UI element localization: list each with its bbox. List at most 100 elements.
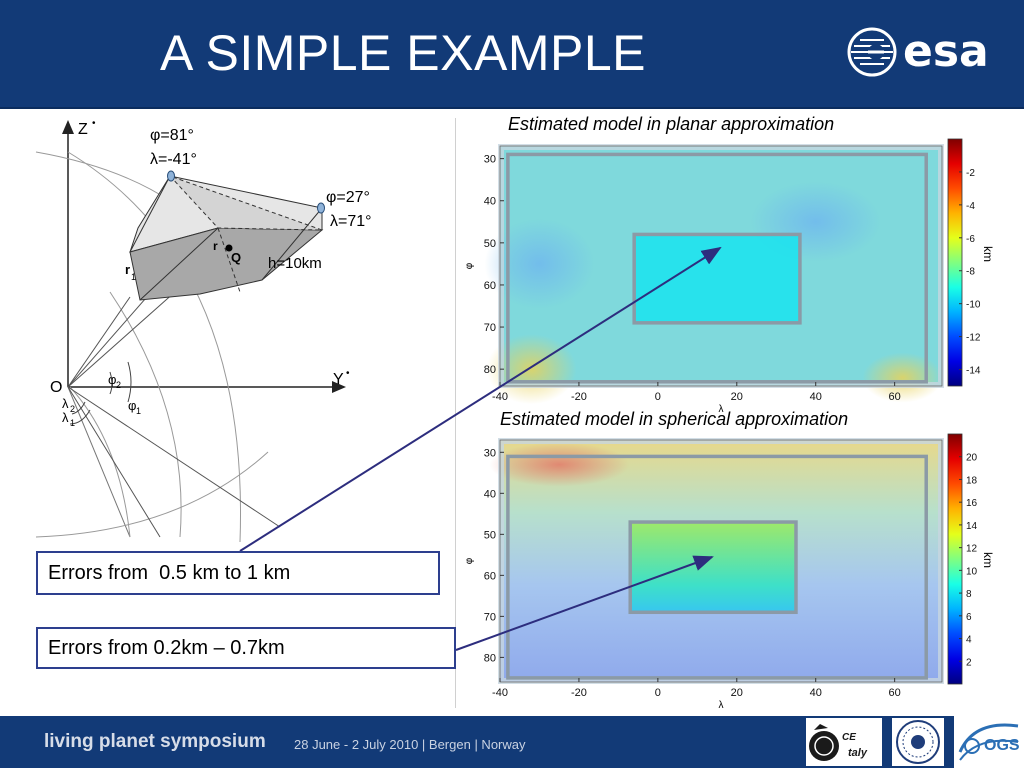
spherical-prism-diagram: Z • Y • O Q r r 1 φ 2 φ 1 λ 2 λ 1 φ=81° … (35, 118, 372, 542)
y-tick-label: 40 (484, 196, 496, 208)
colorbar-tick-label: 12 (966, 544, 978, 555)
y-tick-label: 30 (484, 154, 496, 166)
outer-prism-outline (506, 152, 928, 384)
y-tick-label: 70 (484, 322, 496, 334)
spherical-error-box: Errors from 0.2km – 0.7km (36, 627, 456, 669)
plot-frame (498, 144, 944, 388)
y-tick-label: 80 (484, 364, 496, 376)
x-tick-label: -40 (492, 391, 508, 403)
colorbar-tick-label: 4 (966, 635, 972, 646)
outer-prism-outline (506, 454, 928, 680)
corner2-lambda-label: λ=71° (330, 213, 372, 230)
y-tick-label: 50 (484, 238, 496, 250)
x-tick-label: 20 (731, 391, 743, 403)
colorbar-label: km (981, 552, 995, 568)
svg-text:•: • (92, 118, 96, 129)
y-axis-label: φ (464, 557, 475, 564)
corner2-phi-label: φ=27° (326, 189, 370, 206)
x-tick-label: 60 (889, 687, 901, 699)
svg-text:1: 1 (70, 418, 75, 428)
phi2-label: φ (108, 372, 116, 387)
colorbar-tick-label: -6 (966, 234, 975, 245)
svg-text:2: 2 (116, 380, 121, 390)
y-tick-label: 30 (484, 447, 496, 459)
plot-frame (498, 438, 944, 684)
y-tick-label: 80 (484, 652, 496, 664)
origin-label: O (50, 379, 62, 396)
colorbar-tick-label: 14 (966, 521, 978, 532)
z-axis-label: Z (78, 121, 88, 138)
y-tick-label: 70 (484, 611, 496, 623)
corner1-phi-label: φ=81° (150, 127, 194, 144)
colorbar-tick-label: -10 (966, 300, 981, 311)
x-tick-label: 40 (810, 687, 822, 699)
y-tick-label: 40 (484, 488, 496, 500)
colorbar-tick-label: -4 (966, 201, 975, 212)
corner1-lambda-label: λ=-41° (150, 151, 197, 168)
colorbar-tick-label: 2 (966, 657, 972, 668)
colorbar-tick-label: 8 (966, 589, 972, 600)
y-axis-arrow-icon (332, 381, 346, 393)
event-info: 28 June - 2 July 2010 | Bergen | Norway (294, 737, 526, 752)
slide-header (0, 0, 1024, 109)
colorbar-tick-label: -8 (966, 267, 975, 278)
point-q-label: Q (231, 250, 241, 265)
colorbar-tick-label: 20 (966, 453, 978, 464)
colorbar-tick-label: 10 (966, 566, 978, 577)
planar-error-arrow (239, 246, 722, 552)
x-tick-label: -40 (492, 687, 508, 699)
warm-anomaly (862, 352, 943, 403)
spherical-error-arrow (455, 555, 714, 651)
cool-anomaly (484, 218, 595, 309)
symposium-title: living planet symposium (44, 731, 266, 752)
x-tick-label: 40 (810, 391, 822, 403)
goce-italy-logo-icon: CE taly (806, 718, 882, 766)
colorbar (947, 138, 963, 387)
lambda1-label: λ (62, 410, 69, 425)
svg-text:OGS: OGS (984, 737, 1020, 754)
svg-text:1: 1 (131, 272, 136, 282)
x-tick-label: 60 (889, 391, 901, 403)
svg-text:1: 1 (136, 406, 141, 416)
y-axis-label: Y (333, 371, 344, 388)
x-axis-label: λ (719, 404, 724, 414)
y-tick-label: 60 (484, 280, 496, 292)
colorbar-tick-label: 16 (966, 498, 978, 509)
y-tick-label: 50 (484, 529, 496, 541)
spherical-caption: Estimated model in spherical approximati… (500, 409, 849, 429)
colorbar-label: km (981, 246, 995, 262)
x-tick-label: 20 (731, 687, 743, 699)
x-tick-label: -20 (571, 391, 587, 403)
inner-prism-outline (628, 520, 798, 615)
colorbar-tick-label: 6 (966, 612, 972, 623)
planar-caption: Estimated model in planar approximation (508, 114, 835, 134)
x-tick-label: 0 (655, 687, 661, 699)
x-axis-label: λ (719, 700, 724, 710)
inner-prism-outline (632, 232, 802, 325)
svg-text:•: • (346, 368, 350, 379)
ogs-logo-icon: OGS (954, 716, 1024, 768)
column-divider (455, 118, 456, 708)
z-axis-arrow-icon (62, 120, 74, 134)
x-tick-label: 0 (655, 391, 661, 403)
r-label: r (213, 239, 218, 253)
colorbar-tick-label: -2 (966, 168, 975, 179)
esa-logo-text: esa (903, 26, 989, 77)
svg-text:taly: taly (848, 747, 868, 759)
plot-axes-box (499, 439, 943, 683)
slide-title: A SIMPLE EXAMPLE (160, 25, 646, 81)
colorbar-tick-label: 18 (966, 475, 978, 486)
height-label: h=10km (268, 255, 322, 272)
svg-text:CE: CE (842, 732, 856, 743)
corner1-point (167, 170, 175, 182)
lambda2-label: λ (62, 396, 69, 411)
colorbar (947, 433, 963, 685)
point-q-marker (225, 244, 233, 252)
colorbar-tick-label: -14 (966, 366, 981, 377)
planar-error-box: Errors from 0.5 km to 1 km (36, 551, 440, 595)
university-seal-icon (892, 718, 944, 766)
r1-label: r (125, 262, 130, 277)
